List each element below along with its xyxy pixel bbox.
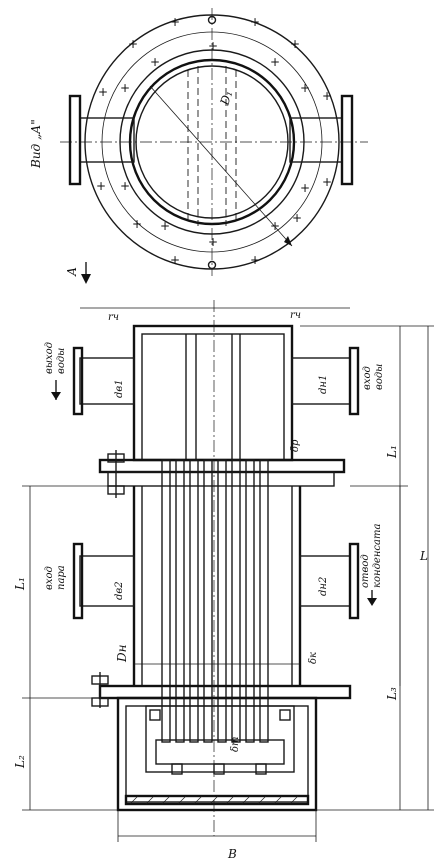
section-view [72,300,360,836]
top-view: + + + + + + + + + + + + + + + + + + + + … [29,8,368,284]
dn1-label: dн1 [318,375,329,394]
dim-L1-left-label: L₁ [13,577,27,591]
dim-L1-label: L₁ [385,445,399,459]
condensate-flange [348,542,360,620]
plus-marker: + [322,89,332,103]
flow-labels: выход воды вход воды вход пара отвод кон… [44,342,385,606]
water-out-label-2: воды [56,348,67,374]
lower-flange [98,684,352,700]
plus-marker: + [290,37,300,51]
tube [203,459,213,743]
bottom-head-outer [116,696,318,812]
tube [189,459,199,743]
floating-bolt [171,763,183,775]
plus-marker: + [170,253,180,267]
plus-marker: + [270,219,280,233]
plus-marker: + [300,81,310,95]
dn-label: Dн [115,644,129,663]
plus-marker: + [96,179,106,193]
left-nozzle-flange [68,94,82,186]
plus-marker: + [120,179,130,193]
water-out-nozzle [79,357,135,405]
upper-flange [98,458,346,474]
dim-L3-label: L₃ [385,687,399,701]
tube [245,459,255,743]
water-out-flange [72,346,84,416]
tube [175,459,185,743]
plus-marker: + [160,219,170,233]
rch-right-label: rч [290,310,301,321]
d1-label: D₁ [217,89,235,108]
dim-B-label: В [227,847,237,861]
plus-marker: + [292,211,302,225]
dv2-label: dв2 [114,581,125,600]
plus-marker: + [208,235,218,249]
top-cover-outer [132,324,294,462]
steam-in-nozzle [79,555,135,607]
water-out-label-1: выход [44,342,55,374]
tube [161,459,171,743]
upper-bolt-nut-left [107,485,125,495]
condensate-label-1: отвод [360,554,371,588]
upper-bolt-head-left [107,453,125,463]
view-arrow-head [81,274,91,284]
floating-head-cap [155,739,285,765]
condensate-arrowhead [367,598,377,606]
condensate-label-2: конденсата [372,524,383,588]
top-cover-inner [141,333,285,461]
dv1-label: dв1 [114,379,125,398]
steam-in-label-2: пара [56,565,67,590]
plus-marker: + [208,39,218,53]
d1-arrowhead [284,236,292,246]
tube-bundle [161,459,269,743]
dimensions: L L₁ L₃ L₁ L₂ В rч rч Dн dв1 dн1 dв2 dн2… [13,307,434,861]
floating-bolt [255,763,267,775]
plus-marker: + [120,81,130,95]
plus-marker: + [128,37,138,51]
delta-t-label: δт [230,736,241,752]
water-in-label-2: воды [374,364,385,390]
bottom-plate [124,794,310,806]
right-nozzle-flange [340,94,354,186]
water-in-label-1: вход [362,366,373,390]
bolt-hole-top [207,15,217,25]
floating-head [145,705,295,773]
water-in-flange [348,346,360,416]
lower-bolt-head-left [91,675,109,685]
plus-marker: + [150,55,160,69]
view-arrow-label: А [65,267,79,277]
right-nozzle [289,117,343,163]
left-nozzle [79,117,135,163]
water-out-arrowhead [51,392,61,400]
upper-tube-sheet [107,471,335,487]
dim-L2-label: L₂ [13,755,27,769]
view-label: Вид „А" [29,119,43,169]
tube [217,459,227,743]
plus-marker: + [132,217,142,231]
steam-in-flange [72,542,84,620]
plus-marker: + [270,55,280,69]
d1-dimension-line [149,85,293,247]
floating-bolt [279,709,291,721]
plus-marker: + [300,181,310,195]
plus-marker: + [98,85,108,99]
plus-marker: + [250,253,260,267]
plus-marker: + [170,15,180,29]
bottom-hatching [129,795,299,805]
bolt-hole-bottom [207,260,217,270]
rch-left-label: rч [108,312,119,323]
plus-marker: + [250,15,260,29]
dim-L-label: L [419,549,428,563]
steam-in-label-1: вход [44,566,55,590]
tube [259,459,269,743]
tube [231,459,241,743]
delta-p-label: δр [290,439,301,452]
floating-bolt [149,709,161,721]
plus-marker: + [322,175,332,189]
delta-k-label: δк [308,652,319,664]
dn2-label: dн2 [318,577,329,596]
